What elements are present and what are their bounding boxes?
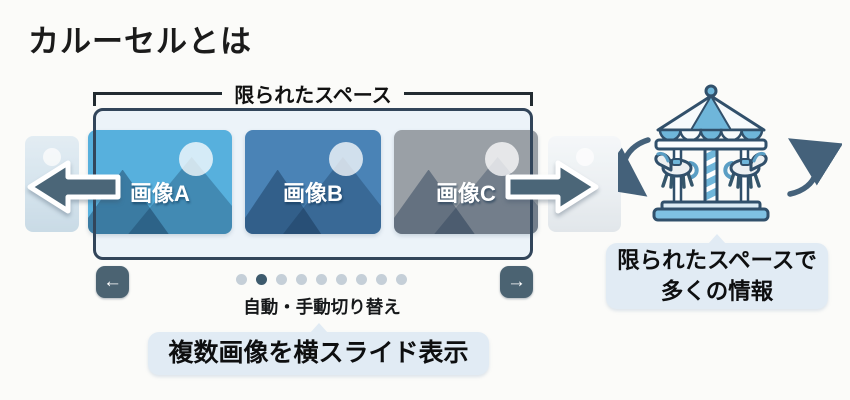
left-arrow-icon: ←: [103, 271, 122, 292]
right-callout-line2: 多くの情報: [660, 279, 774, 304]
carousel-dot-4[interactable]: [316, 274, 327, 285]
limited-space-label: 限られたスペース: [234, 84, 392, 107]
carousel-dot-0[interactable]: [236, 274, 247, 285]
carousel-dots: [236, 274, 407, 285]
slide-left-arrow-icon: [27, 160, 121, 214]
carousel-dot-1[interactable]: [256, 274, 267, 285]
bottom-callout: 複数画像を横スライド表示: [148, 323, 489, 375]
slide-label: 画像C: [436, 181, 496, 206]
merry-go-round-illustration: [618, 84, 842, 222]
carousel-dot-2[interactable]: [276, 274, 287, 285]
right-arrow-icon: →: [507, 271, 526, 292]
carousel-dot-5[interactable]: [336, 274, 347, 285]
slide-image-b: 画像B: [245, 130, 381, 234]
sun-icon: [329, 142, 364, 176]
prev-button[interactable]: ←: [96, 266, 129, 298]
rotate-cw-arrow-icon: [787, 138, 842, 197]
slide-label: 画像B: [283, 181, 343, 206]
rotate-ccw-arrow-icon: [618, 137, 651, 197]
slide-label: 画像A: [130, 181, 190, 206]
bracket-line-right: [403, 91, 534, 95]
carousel-dot-6[interactable]: [356, 274, 367, 285]
carousel-dot-8[interactable]: [396, 274, 407, 285]
slide-right-arrow-icon: [505, 160, 599, 214]
right-callout-line1: 限られたスペースで: [617, 248, 817, 273]
sun-icon: [485, 142, 520, 176]
carousel-dot-3[interactable]: [296, 274, 307, 285]
bracket-line-left: [93, 91, 223, 95]
carousel-horse-icon: [723, 151, 768, 189]
bracket-tick-left: [93, 92, 96, 106]
carousel-horse-icon: [654, 151, 699, 189]
carousel-dot-7[interactable]: [376, 274, 387, 285]
bracket-tick-right: [530, 92, 533, 106]
next-button[interactable]: →: [500, 266, 533, 298]
right-callout: 限られたスペースで 多くの情報: [606, 234, 828, 309]
auto-manual-caption: 自動・手動切り替え: [243, 297, 401, 317]
limited-space-bracket: 限られたスペース: [93, 78, 534, 108]
page-title: カルーセルとは: [28, 24, 252, 59]
sun-icon: [179, 142, 214, 176]
